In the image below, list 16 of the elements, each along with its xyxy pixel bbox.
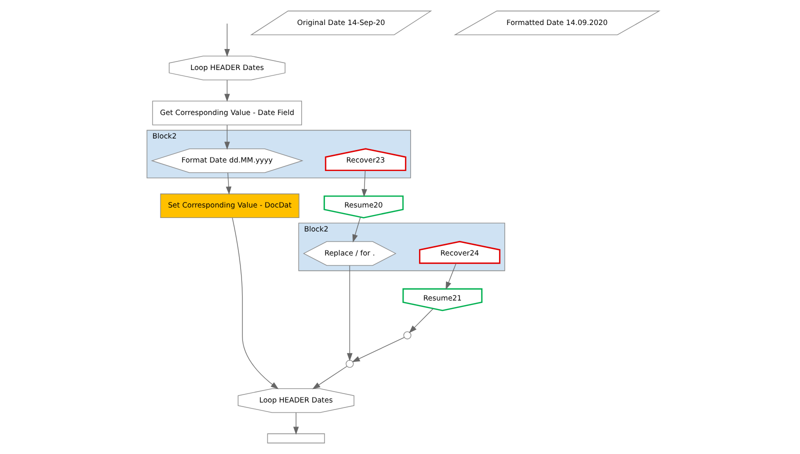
- arrow: [225, 172, 231, 195]
- arrow: [408, 308, 433, 334]
- arrow: [361, 170, 367, 198]
- arrow: [292, 412, 298, 435]
- node-circle: [345, 360, 354, 368]
- arrow: [351, 337, 404, 362]
- arrow: [445, 262, 456, 290]
- arrow: [232, 218, 278, 390]
- node-box: [266, 433, 324, 444]
- arrow: [352, 216, 360, 242]
- arrow: [346, 265, 352, 362]
- arrow: [312, 366, 347, 390]
- arrow: [224, 124, 230, 150]
- node-circle: [402, 331, 411, 340]
- arrow: [224, 23, 230, 57]
- arrow: [224, 80, 230, 102]
